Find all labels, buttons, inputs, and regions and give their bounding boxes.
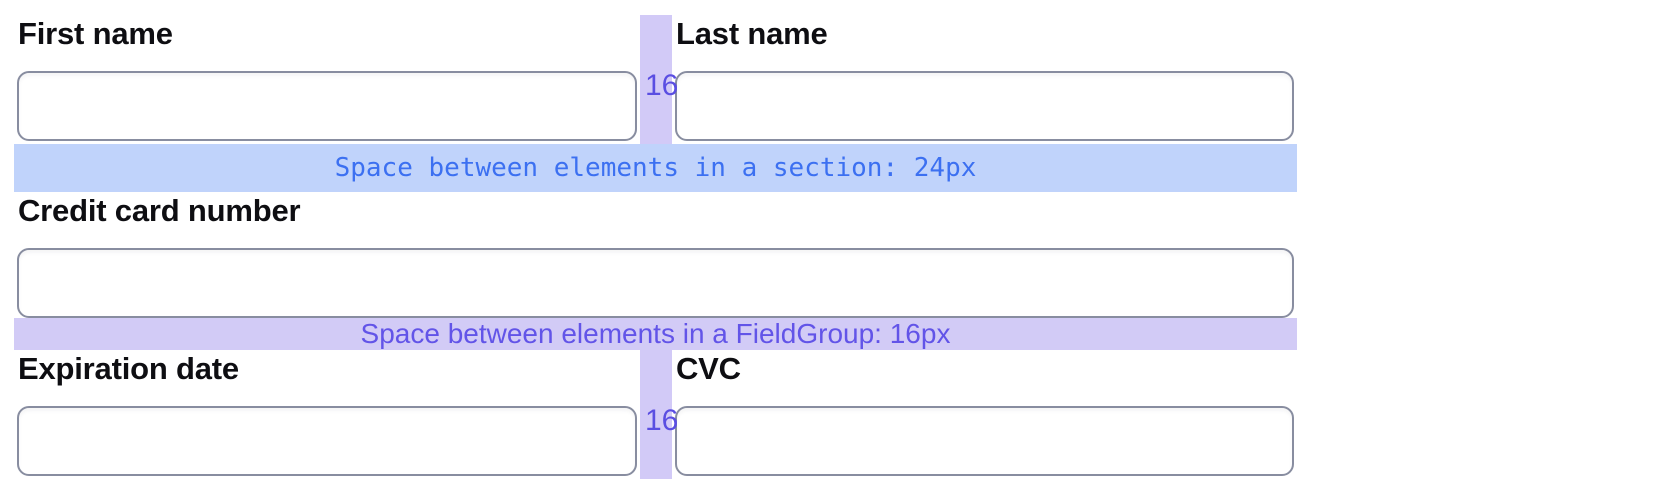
expiration-date-input[interactable] bbox=[17, 406, 637, 476]
column-gap-value: 16 bbox=[645, 404, 679, 437]
section-gap-text: Space between elements in a section: 24p… bbox=[334, 153, 977, 183]
credit-card-number-label: Credit card number bbox=[18, 193, 301, 228]
cvc-label: CVC bbox=[676, 351, 741, 386]
cvc-field: CVC bbox=[672, 350, 1297, 476]
credit-card-number-field: Credit card number bbox=[14, 192, 1297, 318]
credit-card-number-input[interactable] bbox=[17, 248, 1294, 318]
last-name-input[interactable] bbox=[675, 71, 1294, 141]
form-content: First name 16 Last name Space between el… bbox=[14, 15, 1297, 479]
column-gap-value: 16 bbox=[645, 69, 679, 102]
fieldgroup-gap-text: Space between elements in a FieldGroup: … bbox=[360, 318, 951, 349]
expiration-date-label: Expiration date bbox=[18, 351, 239, 386]
last-name-label: Last name bbox=[676, 16, 828, 51]
first-name-label: First name bbox=[18, 16, 173, 51]
column-gap-highlight: 16 bbox=[640, 350, 678, 479]
section-gap-highlight: Space between elements in a section: 24p… bbox=[14, 144, 1297, 192]
card-details-field-group: Expiration date 16 CVC bbox=[14, 350, 1297, 479]
column-gap-highlight: 16 bbox=[640, 15, 678, 144]
fieldgroup-gap-highlight: Space between elements in a FieldGroup: … bbox=[14, 318, 1297, 350]
first-name-input[interactable] bbox=[17, 71, 637, 141]
cvc-input[interactable] bbox=[675, 406, 1294, 476]
first-name-field: First name bbox=[14, 15, 640, 141]
name-field-group: First name 16 Last name bbox=[14, 15, 1297, 144]
expiration-date-field: Expiration date bbox=[14, 350, 640, 476]
last-name-field: Last name bbox=[672, 15, 1297, 141]
